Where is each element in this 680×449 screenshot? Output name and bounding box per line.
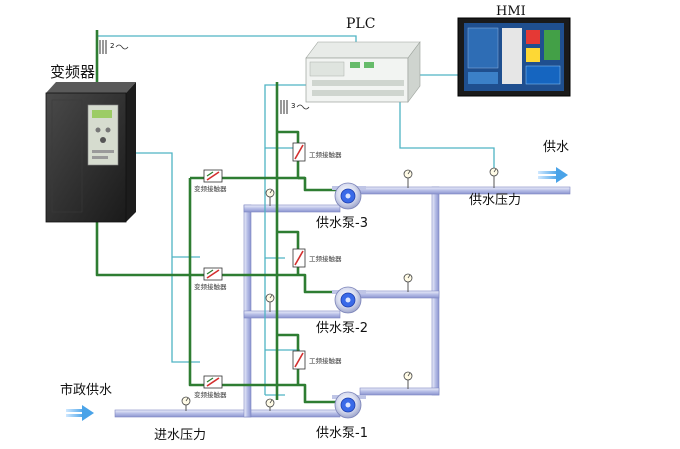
pump-3: 供水泵-3 [316, 182, 368, 231]
vfd-contactor-2: 变频接触器 [194, 267, 227, 291]
outlet-branch-3 [359, 186, 571, 195]
supply-pressure-label: 供水压力 [469, 193, 521, 208]
power-lines [95, 30, 336, 404]
pump-1: 供水泵-1 [316, 391, 368, 441]
gauge-icon [403, 371, 413, 389]
cable-mark-vfd: 2 [99, 40, 129, 54]
pump-1-label: 供水泵-1 [316, 426, 368, 441]
line-contactor-1-label: 工频接触器 [309, 356, 342, 365]
gauge-icon [403, 273, 413, 292]
hmi-unit: HMI [457, 4, 571, 97]
plc-label: PLC [346, 16, 375, 32]
pump-2: 供水泵-2 [316, 286, 368, 336]
gauge-icon [489, 167, 499, 188]
city-supply-label: 市政供水 [60, 382, 112, 398]
outlet-branch-2 [359, 290, 440, 299]
gauge-icon [265, 188, 275, 206]
line-contactor-2: 工频接触器 [292, 248, 342, 268]
vfd-contactor-1-label: 变频接触器 [194, 390, 227, 399]
vfd-unit: 变频器 [45, 63, 136, 223]
inlet-branch-3 [243, 204, 341, 213]
vfd-contactor-2-label: 变频接触器 [194, 282, 227, 291]
line-contactor-3: 工频接触器 [292, 142, 342, 162]
plc-unit: PLC [305, 16, 421, 103]
pipe-network [114, 186, 571, 418]
line-contactor-1: 工频接触器 [292, 350, 342, 370]
supply-arrow-icon [538, 167, 568, 183]
vfd-label: 变频器 [50, 63, 95, 81]
gauge-icon [403, 169, 413, 188]
vfd-contactor-1: 变频接触器 [194, 375, 227, 399]
gauge-icon [181, 396, 191, 411]
supply-label: 供水 [543, 140, 569, 155]
city-supply-arrow-icon [66, 405, 94, 421]
vfd-contactor-3-label: 变频接触器 [194, 184, 227, 193]
gauge-icon [265, 293, 275, 312]
line-contactor-2-label: 工频接触器 [309, 254, 342, 263]
inlet-pressure-label: 进水压力 [154, 428, 206, 443]
gauge-icon [265, 398, 275, 411]
pressure-gauges [181, 167, 499, 411]
cable-mark-vfd-label: 2 [110, 42, 114, 50]
vfd-contactor-3: 变频接触器 [194, 169, 227, 193]
line-contactor-3-label: 工频接触器 [309, 150, 342, 159]
inlet-pipe [114, 409, 341, 418]
pump-2-label: 供水泵-2 [316, 321, 368, 336]
pump-3-label: 供水泵-3 [316, 216, 368, 231]
hmi-label: HMI [496, 4, 526, 19]
outlet-branch-1 [359, 387, 440, 396]
cable-mark-bus-label: 3 [291, 102, 295, 110]
cable-mark-bus: 3 [280, 100, 310, 114]
inlet-branch-2 [243, 310, 341, 319]
